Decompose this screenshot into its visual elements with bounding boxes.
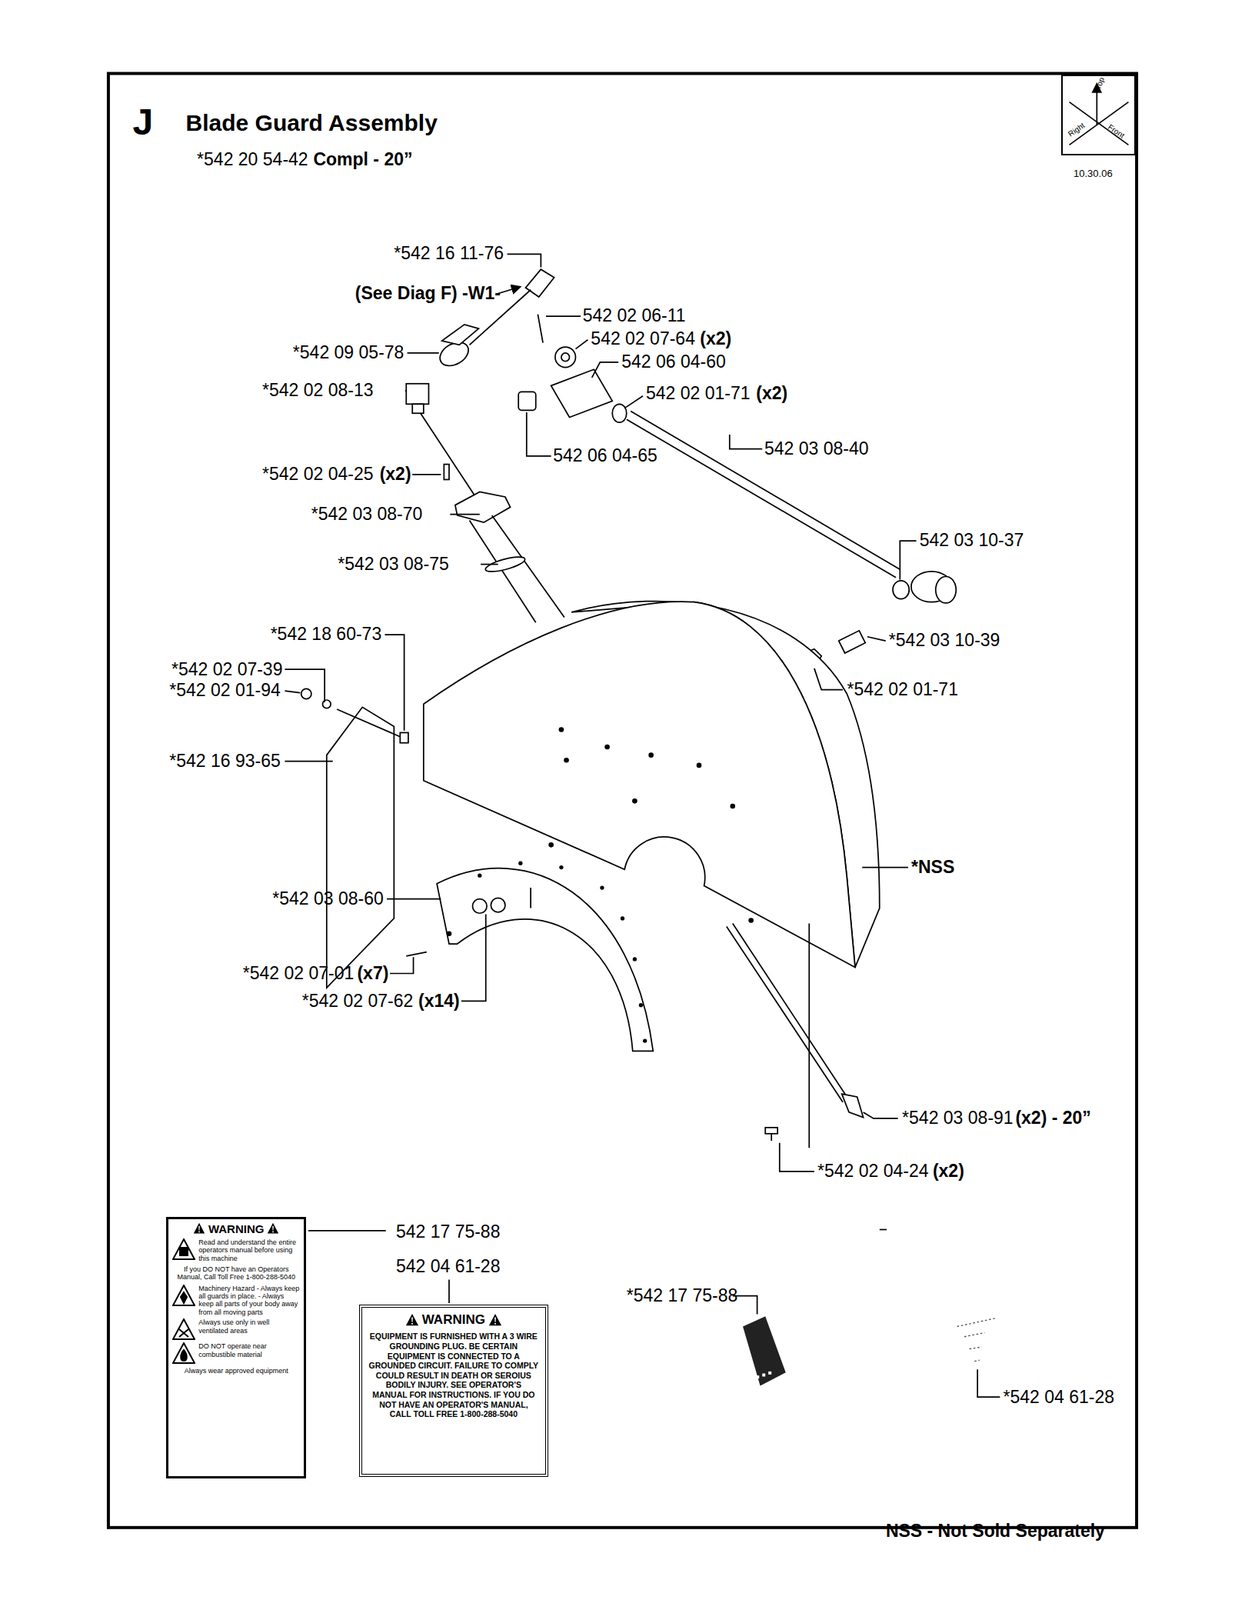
callout-number: *542 16 93-65 <box>169 751 281 771</box>
callout-number: (x2) - 20” <box>1015 1108 1091 1129</box>
callout-number: *542 02 07-39 <box>171 659 283 680</box>
callout-number: (x2) <box>699 329 732 349</box>
axis-label: Right <box>1066 120 1086 138</box>
callout-number: (x2) <box>755 384 788 404</box>
warning-triangle <box>193 1221 206 1235</box>
decal-header: WARNING <box>368 1311 540 1328</box>
warning-text: If you DO NOT have an Operators Manual, … <box>172 1264 300 1282</box>
orientation-compass: TopRight Front <box>1061 74 1136 156</box>
callout-number: Compl - 20” <box>312 150 413 170</box>
callout-number: *542 03 08-75 <box>337 554 450 574</box>
callout-number: 542 02 01-71 <box>645 384 751 404</box>
callout-number: *542 02 07-01 <box>243 963 355 983</box>
callout-number: 542 17 75-88 <box>396 1221 501 1242</box>
diagram-title: Blade Guard Assembly <box>186 109 438 136</box>
callout-number: *542 03 08-91 <box>902 1108 1014 1129</box>
axis-label: Front <box>1106 122 1126 140</box>
warning-text: Read and understand the entire operators… <box>198 1238 300 1262</box>
axis-label: Top <box>1093 76 1106 91</box>
callout-number: *542 02 01-71 <box>846 679 959 700</box>
warning-text: EQUIPMENT IS FURNISHED WITH A 3 WIRE GRO… <box>368 1331 540 1419</box>
callout-number: (See Diag F) -W1- <box>355 284 501 304</box>
callout-number: *542 04 61-28 <box>1002 1387 1115 1407</box>
hazard-icon <box>172 1238 196 1260</box>
callout-number: *542 02 07-62 <box>302 991 414 1011</box>
callout-number: 10.30.06 <box>1073 167 1113 179</box>
callout-number: 542 03 10-37 <box>919 531 1025 551</box>
decal-row: Read and understand the entire operators… <box>172 1238 300 1262</box>
callout-number: *542 02 04-25 <box>262 464 374 484</box>
callout-number: *542 03 08-70 <box>311 504 423 524</box>
callout-number: (x2) <box>932 1161 965 1182</box>
hazard-icon <box>172 1284 196 1306</box>
warning-text: Always use only in well ventilated areas <box>198 1318 300 1335</box>
callout-number: *NSS <box>911 857 955 877</box>
warning-text: DO NOT operate near combustible material <box>198 1341 300 1359</box>
callout-number: 542 06 04-65 <box>552 446 658 467</box>
callout-number: *542 17 75-88 <box>626 1286 739 1306</box>
warning-decal: WARNING EQUIPMENT IS FURNISHED WITH A 3 W… <box>359 1304 549 1477</box>
decal-row: Machinery Hazard - Always keep all guard… <box>172 1284 300 1316</box>
callout-number: (x7) <box>356 963 389 983</box>
hazard-icon <box>172 1318 196 1340</box>
warning-triangle <box>488 1312 503 1327</box>
callout-number: (x14) <box>418 991 460 1011</box>
callout-number: *542 20 54-42 <box>196 150 309 170</box>
callout-number: 542 06 04-60 <box>621 352 726 372</box>
callout-number: *542 03 08-60 <box>272 888 384 909</box>
hazard-icon <box>172 1341 196 1364</box>
callout-number: 542 02 07-64 <box>590 329 696 349</box>
callout-number: (x2) <box>379 464 412 484</box>
warning-triangle <box>266 1221 280 1235</box>
decal-row: Always use only in well ventilated areas <box>172 1318 300 1340</box>
warning-triangle <box>405 1312 420 1327</box>
section-letter: J <box>133 102 154 144</box>
callout-number: *542 18 60-73 <box>270 625 383 645</box>
callout-number: 542 02 06-11 <box>582 306 686 327</box>
warning-decal: WARNING Read and understand the entire op… <box>166 1216 307 1479</box>
decal-row: DO NOT operate near combustible material <box>172 1341 300 1364</box>
callout-number: *542 02 04-24 <box>817 1161 929 1182</box>
callout-number: 542 04 61-28 <box>396 1256 501 1276</box>
callout-number: *542 02 01-94 <box>169 681 281 701</box>
callout-number: *542 09 05-78 <box>292 343 405 363</box>
callout-number: *542 02 08-13 <box>262 381 374 401</box>
warning-text: Machinery Hazard - Always keep all guard… <box>198 1284 300 1316</box>
callout-number: NSS - Not Sold Separately <box>885 1521 1106 1541</box>
decal-header: WARNING <box>172 1221 300 1236</box>
warning-heading: WARNING <box>208 1221 265 1236</box>
warning-heading: WARNING <box>422 1311 486 1328</box>
warning-text: Always wear approved equipment <box>172 1366 300 1375</box>
callout-number: *542 16 11-76 <box>393 244 504 264</box>
callout-number: *542 03 10-39 <box>888 631 1001 651</box>
callout-number: 542 03 08-40 <box>764 439 869 459</box>
